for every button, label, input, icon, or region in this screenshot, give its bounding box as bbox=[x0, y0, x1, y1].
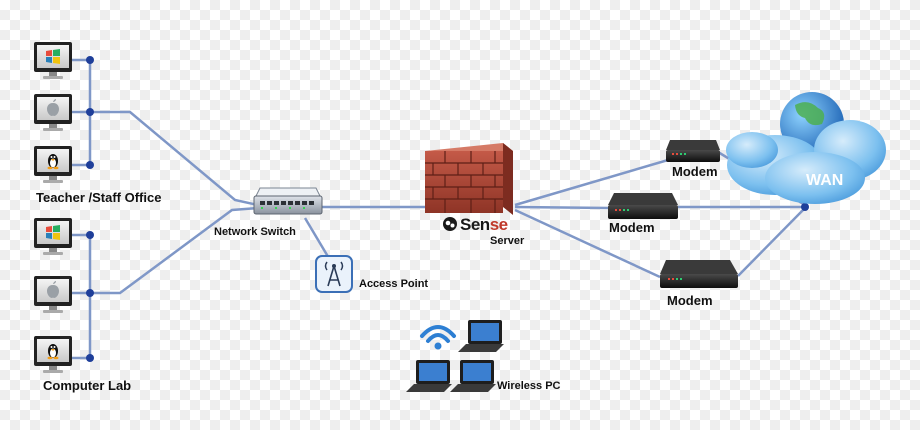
firewall-brick-wall-icon bbox=[425, 143, 513, 215]
lab-group-label: Computer Lab bbox=[43, 378, 132, 393]
modem-icon-top bbox=[666, 140, 720, 162]
wireless-pc-label: Wireless PC bbox=[497, 380, 561, 392]
modem-icon-middle bbox=[608, 193, 678, 219]
brand-part-1: Sen bbox=[460, 215, 490, 234]
access-point-icon bbox=[315, 255, 353, 293]
laptop-icon-right bbox=[450, 360, 496, 392]
wan-cloud-icon bbox=[726, 92, 886, 204]
laptop-icon-left bbox=[406, 360, 452, 392]
office-monitor-apple bbox=[34, 94, 72, 131]
linux-penguin-icon bbox=[47, 344, 59, 360]
server-brand-name: Sense bbox=[460, 215, 508, 235]
lab-monitor-windows bbox=[34, 218, 72, 255]
windows-logo-icon bbox=[46, 49, 60, 64]
connection-lines bbox=[70, 58, 806, 360]
server-brand-logo-icon bbox=[443, 217, 457, 231]
windows-logo-icon bbox=[46, 225, 60, 240]
lab-monitor-apple bbox=[34, 276, 72, 313]
server-label: Server bbox=[490, 235, 525, 247]
switch-label: Network Switch bbox=[214, 226, 296, 238]
connection-nodes bbox=[86, 56, 809, 362]
modem-icon-bottom bbox=[660, 260, 738, 288]
modem-label-middle: Modem bbox=[609, 220, 655, 235]
modem-label-bottom: Modem bbox=[667, 293, 713, 308]
wifi-signal-icon bbox=[420, 325, 456, 350]
office-monitor-linux bbox=[34, 146, 72, 183]
modem-label-top: Modem bbox=[672, 164, 718, 179]
apple-logo-icon bbox=[47, 281, 59, 298]
apple-logo-icon bbox=[47, 99, 59, 116]
office-monitor-windows bbox=[34, 42, 72, 79]
network-switch-icon bbox=[253, 187, 323, 215]
lab-monitor-linux bbox=[34, 336, 72, 373]
laptop-icon-top bbox=[458, 320, 504, 352]
office-group-label: Teacher /Staff Office bbox=[36, 190, 162, 205]
linux-penguin-icon bbox=[47, 154, 59, 170]
access-point-label: Access Point bbox=[359, 278, 429, 290]
wan-label: WAN bbox=[806, 172, 844, 189]
brand-part-2: se bbox=[489, 215, 508, 234]
